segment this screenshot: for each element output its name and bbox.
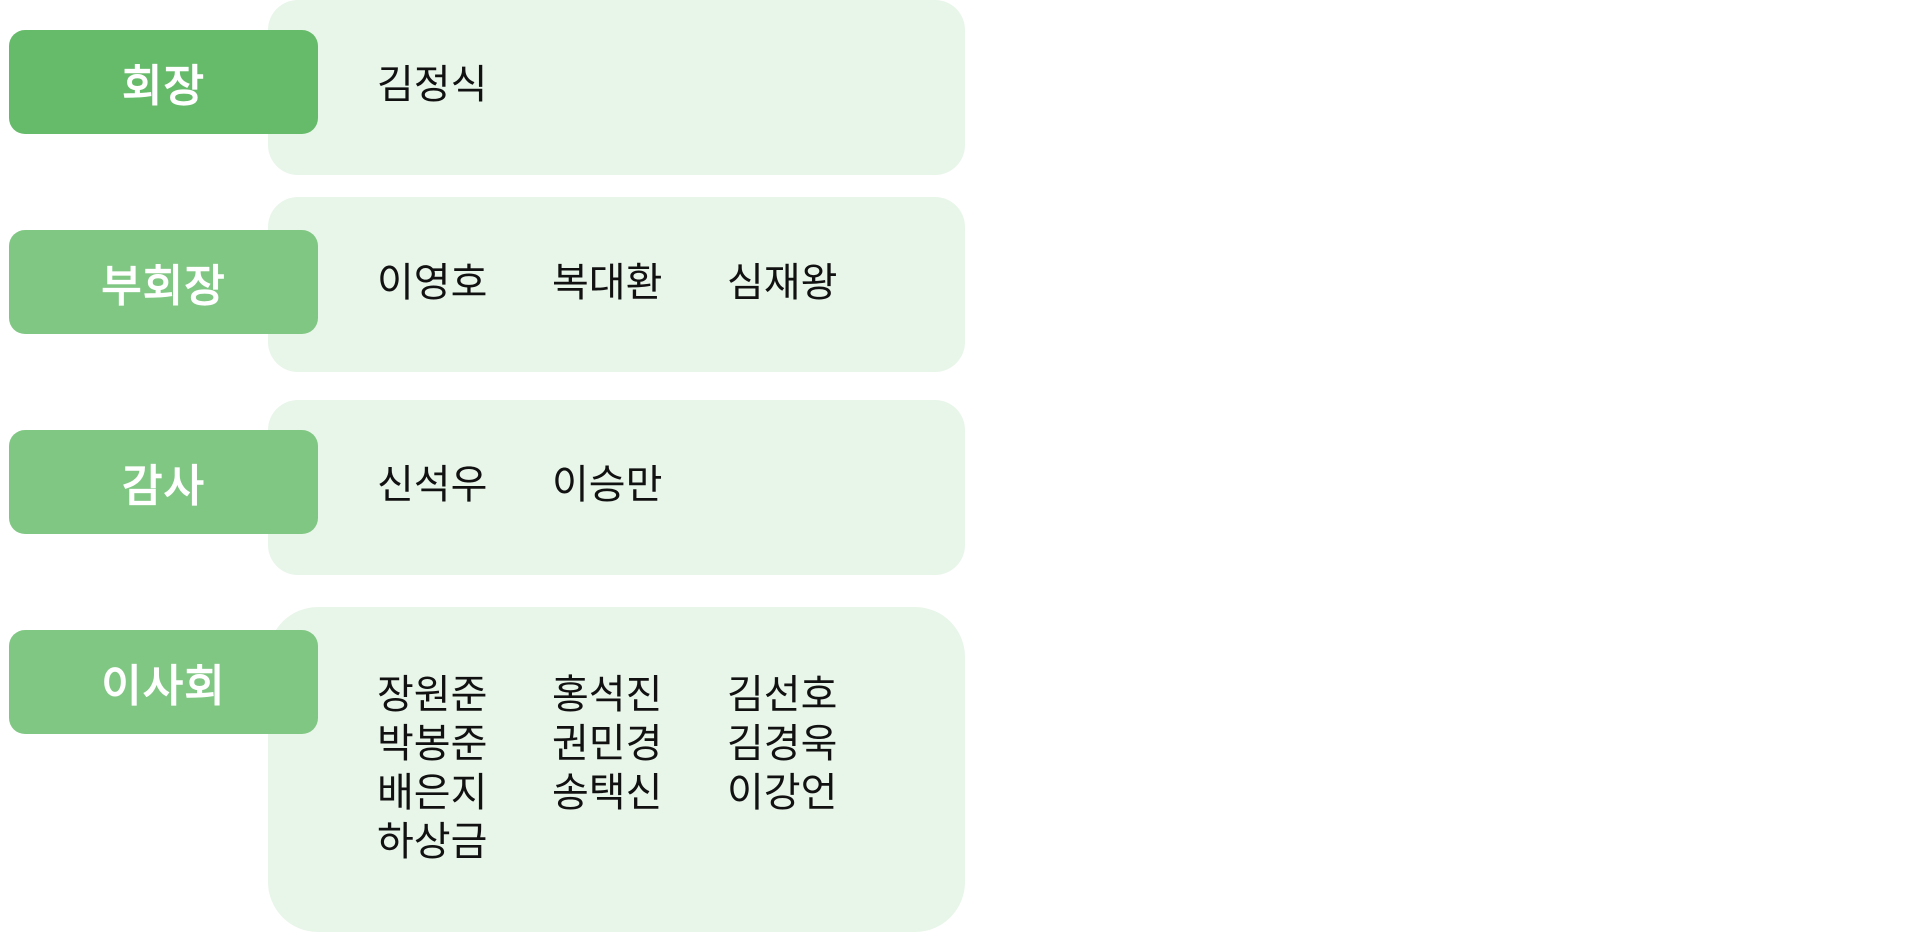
member-name: 하상금 <box>377 819 488 865</box>
vice-president-names: 이영호 복대환 심재왕 <box>377 259 902 308</box>
member-name: 이강언 <box>727 770 838 816</box>
board-panel <box>268 607 965 932</box>
member-name: 복대환 <box>552 260 663 306</box>
member-name: 배은지 <box>377 770 488 816</box>
member-name: 김선호 <box>727 672 838 718</box>
president-panel <box>268 0 965 175</box>
member-name: 박봉준 <box>377 721 488 767</box>
auditor-names: 신석우 이승만 <box>377 461 902 510</box>
member-name: 이영호 <box>377 260 488 306</box>
vice-president-panel <box>268 197 965 372</box>
member-name: 이승만 <box>552 462 663 508</box>
board-names: 장원준 홍석진 김선호 박봉준 권민경 김경욱 배은지 송택신 이강언 하상금 <box>377 671 902 867</box>
member-name: 장원준 <box>377 672 488 718</box>
auditor-panel <box>268 400 965 575</box>
vice-president-label: 부회장 <box>9 230 318 334</box>
member-name: 김정식 <box>377 62 488 108</box>
auditor-label: 감사 <box>9 430 318 534</box>
president-label: 회장 <box>9 30 318 134</box>
member-name: 홍석진 <box>552 672 663 718</box>
board-label: 이사회 <box>9 630 318 734</box>
member-name: 심재왕 <box>727 260 838 306</box>
member-name: 권민경 <box>552 721 663 767</box>
member-name: 신석우 <box>377 462 488 508</box>
president-names: 김정식 <box>377 61 902 110</box>
member-name: 송택신 <box>552 770 663 816</box>
member-name: 김경욱 <box>727 721 838 767</box>
